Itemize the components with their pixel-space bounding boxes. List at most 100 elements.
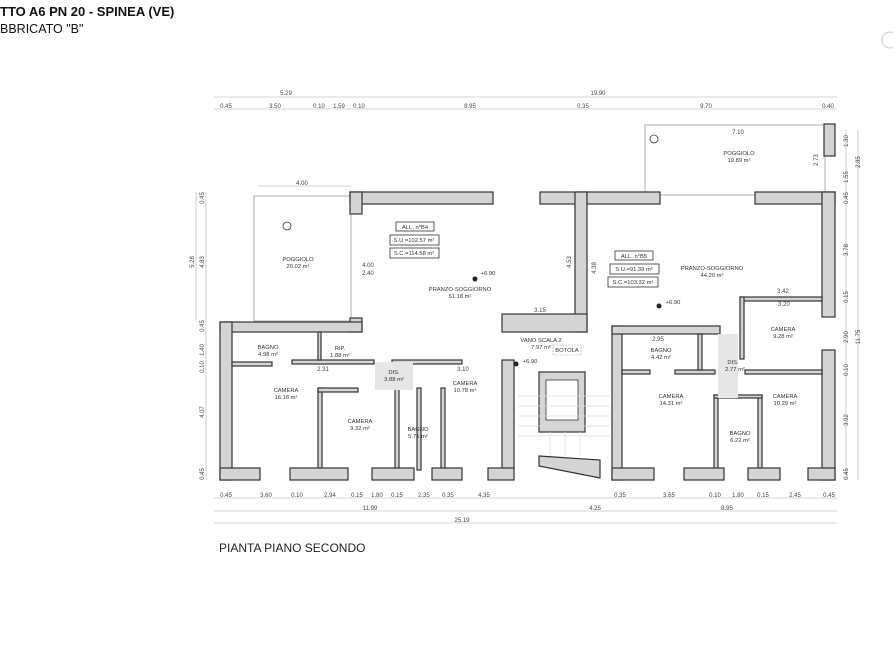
room-text: VANO SCALA 2 [520,338,561,344]
unit-sc: S.C.=103.32 m² [613,280,654,286]
room-text: 1.88 m² [330,353,350,359]
room-text: PRANZO-SOGGIORNO [429,287,492,293]
dimension-label: 2.94 [324,493,336,499]
dimension-label: 4.07 [200,406,206,418]
room-text: 4.42 m² [651,355,671,361]
dimension-label: 0.10 [353,104,365,110]
unit-su: S.U.=91.39 m² [615,267,653,273]
room-text: 2.77 m² [725,367,745,373]
room-text: BAGNO [408,427,429,433]
dimension-label: 4.00 [362,263,374,269]
dimensions-left: 0.45 4.83 5.28 0.45 1.40 0.10 4.07 0.45 [190,192,206,480]
room-text: 7.97 m² [531,345,551,351]
dimension-label: 0.35 [442,493,454,499]
unit-b5-info: ALL. n°B5 S.U.=91.39 m² S.C.=103.32 m² [607,250,660,288]
balcony-left [253,195,352,322]
room-text: 20.02 m² [287,264,310,270]
room-text: 16.16 m² [275,395,298,401]
room-disimpegno-2: DIS.2.77 m² [725,360,745,373]
room-text: BAGNO [651,348,672,354]
unit-sc: S.C.=114.58 m² [394,251,434,257]
plan-title: PIANTA PIANO SECONDO [219,541,365,555]
dimension-label: 2.45 [789,493,801,499]
dimension-label: 4.83 [200,256,206,268]
walls [219,191,836,481]
dimension-label: 3.92 [844,414,850,426]
unit-label: ALL. n°B5 [621,254,647,260]
dimension-label: 2.73 [814,154,820,166]
project-subtitle: BBRICATO "B" [0,22,84,36]
room-text: CAMERA [348,419,373,425]
room-text: BAGNO [258,345,279,351]
dimension-label: 25.19 [454,518,470,524]
room-text: 9.32 m² [350,426,370,432]
room-text: +6.90 [666,300,681,306]
room-text: BAGNO [730,431,751,437]
room-text: POGGIOLO [723,151,755,157]
room-text: 10.78 m² [454,388,477,394]
dimension-label: 9.70 [700,104,712,110]
dimension-label: 3.20 [778,302,790,308]
dimension-label: 4.53 [567,256,573,268]
dimension-label: 4.38 [592,262,598,274]
dimension-label: 4.25 [589,506,601,512]
room-text: +6.90 [523,359,538,365]
dimension-label: 0.45 [220,493,232,499]
stairs [518,395,610,456]
dimension-label: 3.60 [260,493,272,499]
dimension-label: 0.10 [200,361,206,373]
dimension-label: 1.40 [200,344,206,356]
dimensions-top: 5.29 19.90 0.45 3.50 0.10 1.59 0.10 8.95… [220,91,834,110]
room-text: 10.29 m² [774,401,797,407]
dimension-label: 3.78 [844,244,850,256]
dimension-label: 1.59 [333,104,345,110]
room-text: 4.98 m² [258,352,278,358]
dimension-label: 1.80 [732,493,744,499]
room-text: PRANZO-SOGGIORNO [681,266,744,272]
level-marker-icon [513,361,519,367]
room-text: 9.28 m² [773,334,793,340]
dimension-label: 0.15 [391,493,403,499]
dimension-label: 2.85 [856,156,862,168]
dimension-label: 0.10 [709,493,721,499]
dimension-label: 0.45 [200,320,206,332]
dimension-label: 3.15 [534,308,546,314]
dimension-label: 0.10 [291,493,303,499]
drain-icon [649,134,659,144]
dimension-label: 2.90 [844,331,850,343]
room-ripostiglio: RIP.1.88 m² [330,346,350,359]
dimension-label: 2.35 [418,493,430,499]
corridor-fill [375,362,413,390]
dimension-label: 2.31 [317,367,329,373]
room-text: 14.31 m² [660,401,683,407]
room-text: +6.90 [481,271,496,277]
level-markers: +6.90 +6.90 +6.90 [472,271,681,367]
unit-b4-info: ALL. n°B4 S.U.=102.57 m² S.C.=114.58 m² [389,221,440,259]
level-marker-icon [472,276,478,282]
dimension-label: 8.95 [464,104,476,110]
room-text: 5.71 m² [408,434,428,440]
dimension-label: 1.30 [844,135,850,147]
dimension-label: 4.00 [296,181,308,187]
dimension-label: 11.75 [856,329,862,344]
dimension-label: 0.45 [823,493,835,499]
dimension-label: 0.10 [844,364,850,376]
room-text: DIS. [727,360,739,366]
corridor-fill [718,334,738,398]
drain-icon [282,221,292,231]
room-vano-scala: VANO SCALA 27.97 m² [520,338,561,351]
dimension-label: 0.45 [220,104,232,110]
dimension-label: 0.35 [577,104,589,110]
room-text: CAMERA [659,394,684,400]
room-text: CAMERA [771,327,796,333]
